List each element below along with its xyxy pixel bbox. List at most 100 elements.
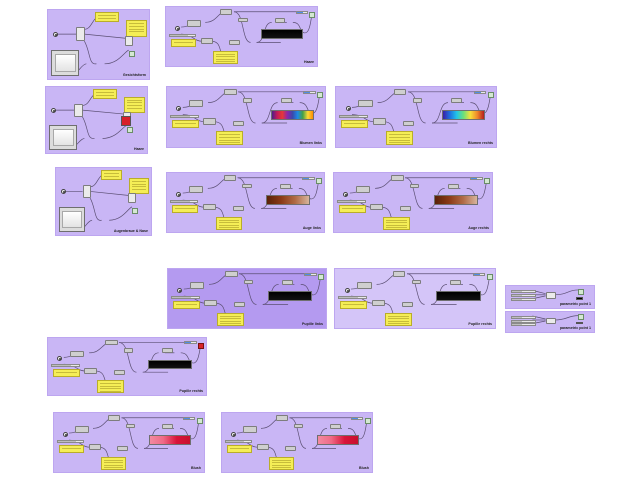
math-node[interactable]	[188, 185, 204, 194]
group-g5[interactable]: Blumen rechts	[335, 86, 497, 148]
panel-note[interactable]	[340, 120, 368, 128]
math-node[interactable]	[70, 350, 85, 358]
custom-preview-output[interactable]	[316, 177, 323, 184]
boolean-toggle[interactable]	[231, 431, 236, 437]
group-g1[interactable]: Gesichtsform	[47, 9, 150, 80]
operator-node[interactable]	[372, 118, 386, 125]
custom-preview-output[interactable]	[198, 342, 205, 349]
boolean-toggle[interactable]	[60, 189, 66, 195]
number-slider[interactable]	[339, 114, 368, 118]
list-item-node[interactable]	[114, 369, 126, 376]
list-item-node[interactable]	[285, 446, 296, 452]
list-item-node[interactable]	[117, 446, 128, 452]
sweep-node[interactable]	[124, 36, 133, 46]
custom-preview-output[interactable]	[132, 208, 138, 215]
custom-preview-output[interactable]	[196, 417, 203, 424]
panel-note[interactable]	[171, 205, 199, 214]
panel-note[interactable]	[216, 312, 244, 326]
list-item-node[interactable]	[232, 206, 244, 212]
group-g3[interactable]: Haare	[45, 86, 148, 154]
math-node[interactable]	[356, 185, 371, 194]
color-slider[interactable]	[472, 272, 486, 276]
gradient-node[interactable]	[281, 279, 293, 285]
series-node[interactable]	[294, 423, 303, 429]
point-output[interactable]	[578, 288, 585, 295]
series-node[interactable]	[243, 279, 254, 285]
math-node[interactable]	[187, 19, 201, 28]
panel-note[interactable]	[125, 20, 147, 37]
function-node[interactable]	[76, 27, 86, 42]
panel-note[interactable]	[123, 96, 145, 113]
gradient-node[interactable]	[330, 423, 341, 429]
param-slider-3[interactable]	[511, 298, 536, 302]
group-g7[interactable]: Auge links	[166, 172, 325, 233]
panel-note[interactable]	[338, 205, 366, 214]
color-slider[interactable]	[295, 10, 308, 14]
panel-note[interactable]	[100, 170, 123, 181]
gradient-node[interactable]	[274, 17, 286, 23]
math-node[interactable]	[75, 425, 89, 434]
point-output[interactable]	[578, 314, 585, 321]
operator-node[interactable]	[88, 443, 101, 451]
function-node[interactable]	[82, 184, 92, 199]
list-item-node[interactable]	[229, 40, 240, 46]
panel-note[interactable]	[96, 380, 124, 393]
operator-node[interactable]	[371, 299, 385, 307]
number-slider[interactable]	[57, 440, 84, 444]
param-slider-2[interactable]	[511, 294, 536, 298]
expression-node[interactable]	[390, 174, 404, 181]
list-item-node[interactable]	[233, 120, 245, 126]
color-slider[interactable]	[469, 176, 483, 180]
construct-point-node[interactable]	[545, 292, 557, 300]
number-slider[interactable]	[170, 200, 199, 204]
custom-preview-output[interactable]	[128, 51, 135, 58]
panel-note[interactable]	[129, 178, 150, 195]
param-slider-1[interactable]	[511, 289, 536, 293]
param-slider-3[interactable]	[511, 323, 536, 327]
panel-note[interactable]	[385, 131, 413, 145]
number-slider[interactable]	[51, 364, 80, 368]
panel-note[interactable]	[58, 445, 84, 454]
group-g11[interactable]: parametric point 1	[505, 285, 595, 309]
number-slider[interactable]	[338, 296, 367, 300]
operator-node[interactable]	[200, 37, 213, 45]
list-item-node[interactable]	[403, 120, 415, 126]
panel-note[interactable]	[171, 120, 199, 128]
panel-note[interactable]	[95, 12, 119, 23]
boolean-toggle[interactable]	[345, 106, 351, 112]
group-g4[interactable]: Blumen links	[166, 86, 326, 148]
group-g2[interactable]: Haare	[165, 6, 318, 67]
boolean-toggle[interactable]	[176, 191, 182, 197]
gradient-node[interactable]	[447, 183, 459, 189]
boolean-toggle[interactable]	[343, 191, 349, 197]
panel-note[interactable]	[382, 216, 410, 230]
math-node[interactable]	[358, 100, 373, 108]
color-slider[interactable]	[302, 176, 315, 180]
group-g14[interactable]: Blush	[53, 412, 205, 473]
expression-node[interactable]	[223, 88, 237, 95]
param-slider-1[interactable]	[511, 315, 536, 319]
color-slider[interactable]	[473, 90, 487, 94]
custom-preview-output[interactable]	[126, 126, 133, 133]
color-slider[interactable]	[351, 416, 363, 420]
series-node[interactable]	[238, 17, 248, 23]
gradient-node[interactable]	[450, 279, 462, 285]
panel-note[interactable]	[93, 88, 117, 99]
construct-point-node[interactable]	[545, 317, 557, 324]
group-g8[interactable]: Auge rechts	[333, 172, 493, 233]
number-slider[interactable]	[225, 440, 252, 444]
custom-preview-output[interactable]	[484, 177, 491, 184]
boolean-toggle[interactable]	[176, 106, 182, 112]
series-node[interactable]	[123, 348, 134, 353]
panel-note[interactable]	[212, 50, 239, 64]
group-g13[interactable]: Pupille rechts	[47, 337, 207, 396]
panel-note[interactable]	[384, 312, 412, 326]
colour-swatch[interactable]	[576, 321, 584, 325]
boolean-toggle[interactable]	[344, 287, 350, 293]
custom-preview-output[interactable]	[309, 11, 316, 18]
operator-node[interactable]	[203, 203, 216, 211]
custom-preview-output[interactable]	[488, 91, 494, 98]
panel-note[interactable]	[215, 131, 243, 145]
param-slider-2[interactable]	[511, 319, 536, 323]
